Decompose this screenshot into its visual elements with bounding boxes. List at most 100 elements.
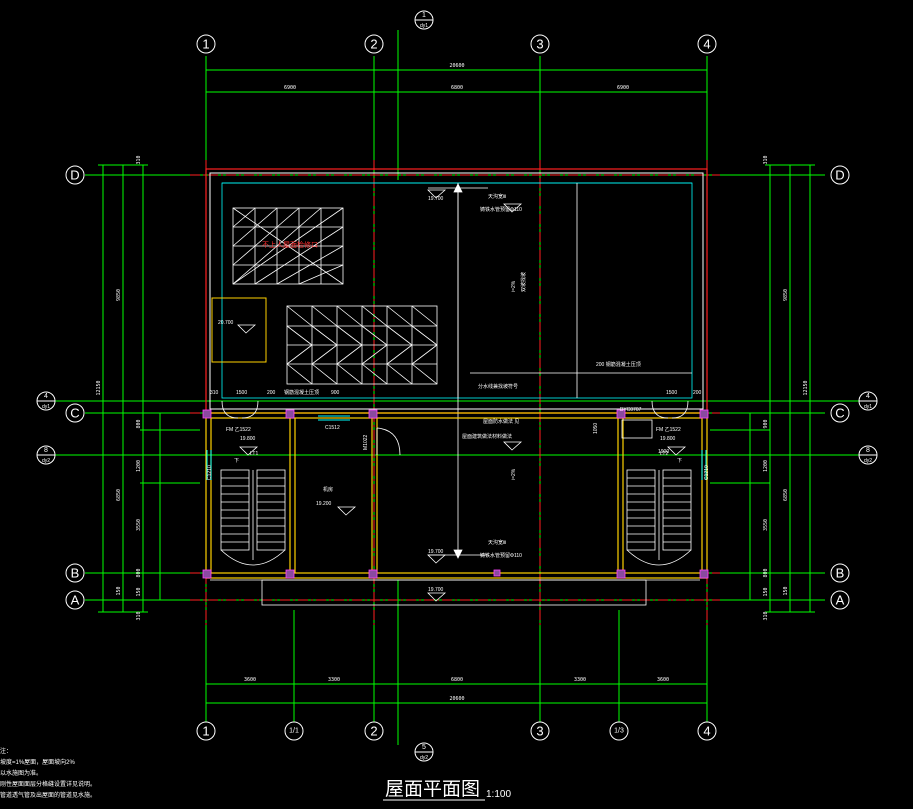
axis-bottom-3: 3	[536, 724, 543, 739]
dim-left-inner-1: 1200	[136, 460, 142, 472]
axis-bottom-2: 2	[370, 724, 377, 739]
axis-bottom-1-1: 1/1	[289, 728, 299, 735]
dim-left-inner-3: 800	[136, 568, 142, 577]
slope-1: i=2%	[511, 280, 517, 292]
dim-bottom-total: 20600	[449, 696, 464, 702]
dimension-lines-right	[765, 164, 815, 613]
door-left: FM 乙1522	[226, 426, 251, 433]
axis-right-D: D	[835, 168, 844, 183]
dimension-lines-bottom	[205, 675, 708, 708]
section-bottom-sheet: dy2	[420, 755, 428, 761]
dim-bottom-span-1: 3600	[244, 677, 256, 683]
dim-1500-b: 1500	[666, 390, 677, 396]
section-right4-num: 4	[866, 393, 870, 400]
axis-top-2: 2	[370, 37, 377, 52]
section-right8-num: 8	[866, 447, 870, 454]
dim-top-total: 20600	[449, 63, 464, 69]
dimension-lines-inner	[140, 413, 770, 600]
door-swings	[221, 400, 689, 456]
section-mark-bubbles	[36, 10, 878, 762]
grid-horizontal-lines	[55, 174, 860, 601]
axis-top-4: 4	[703, 37, 710, 52]
dim-760: 200	[693, 390, 702, 396]
stair-left	[220, 469, 286, 566]
dimension-lines-top	[205, 65, 708, 100]
door-m1022: M1022	[363, 434, 369, 450]
section-left4-sheet: dy1	[42, 404, 50, 410]
stair-left-label: LT1	[250, 451, 258, 457]
roof-divisions	[457, 183, 692, 398]
dim-right-outer-5: 310	[763, 611, 769, 620]
dim-1050: 1050	[593, 423, 599, 434]
drawing-title: 屋面平面图	[385, 778, 480, 800]
dim-left-inner-4: 150	[136, 587, 142, 596]
dim-1900: 1900	[658, 449, 669, 455]
hatch-label: 不上人屋面检修口	[262, 240, 318, 249]
dim-left-inner-0: 800	[136, 419, 142, 428]
grid-vertical-lines	[205, 30, 708, 745]
low-roof-area	[211, 297, 267, 363]
canopy-outline	[261, 579, 647, 606]
axis-bottom-1: 1	[202, 724, 209, 739]
section-bottom-num: 5	[422, 744, 426, 751]
stair-down-right: 下	[677, 458, 682, 464]
axis-bubbles-bottom	[196, 721, 717, 741]
stair-right	[626, 469, 692, 566]
slope-label-1: 双坡找坡	[520, 272, 527, 292]
axis-left-A: A	[71, 593, 80, 608]
columns	[202, 409, 709, 579]
center-note-2: 屋面建筑做法材料做法	[462, 433, 512, 440]
roof-outline	[205, 168, 708, 414]
stair-down-left: 下	[234, 458, 239, 464]
axis-top-3: 3	[536, 37, 543, 52]
dim-1500-a: 1500	[236, 390, 247, 396]
section-left4-num: 4	[44, 393, 48, 400]
section-left8-sheet: dy2	[42, 458, 50, 464]
dim-right-inner-1: 1200	[763, 460, 769, 472]
section-top-num: 1	[422, 12, 426, 19]
section-top-sheet: dy1	[420, 23, 428, 29]
slope-2: i=2%	[511, 468, 517, 480]
dim-right-inner-4: 150	[763, 587, 769, 596]
section-left8-num: 8	[44, 447, 48, 454]
axis-bubbles-left	[65, 165, 85, 610]
note-4: 管道透气管及出屋面的管道见水施。	[0, 791, 96, 799]
dim-top-span-1: 6900	[284, 85, 296, 91]
dim-bottom-span-2: 3300	[328, 677, 340, 683]
drain-top-label-2: 铸铁水管预留Φ110	[480, 206, 522, 213]
axis-bottom-1-3: 1/3	[614, 728, 624, 735]
dim-right-inner-2: 3550	[763, 519, 769, 531]
axis-bottom-4: 4	[703, 724, 710, 739]
axis-bubbles-right	[830, 165, 850, 610]
note-1: 坡度=1%屋面，屋面坡向2%	[0, 758, 76, 766]
skylight-lower	[286, 305, 438, 385]
dim-left-outer-3: 6850	[116, 489, 122, 501]
windows	[206, 415, 707, 480]
elev-room: 19.200	[316, 501, 332, 507]
dim-left-outer-2: 12150	[96, 380, 102, 395]
dim-right-inner-3: 800	[763, 568, 769, 577]
room-label: 机房	[323, 486, 333, 493]
drain-top-label: 天沟宽Ⅲ	[488, 193, 506, 200]
dim-right-outer-2: 12150	[803, 380, 809, 395]
drain-bottom-label-2: 铸铁水管预留Φ110	[480, 552, 522, 559]
dim-top-span-3: 6900	[617, 85, 629, 91]
axis-right-B: B	[836, 566, 845, 581]
axis-top-1: 1	[202, 37, 209, 52]
byc-label: BYC0707	[620, 407, 642, 413]
dim-top-span-2: 6800	[451, 85, 463, 91]
note-2: 以水施图为准。	[0, 769, 42, 777]
parapet-right: 200 钢筋混凝土压顶	[596, 361, 641, 368]
window-c1512: C1512	[325, 425, 340, 431]
note-0: 注：	[0, 747, 12, 755]
dimension-lines-left	[98, 164, 148, 613]
skylight-upper	[232, 207, 344, 285]
dim-bottom-span-4: 3300	[574, 677, 586, 683]
elevation-markers	[237, 189, 687, 602]
elev-bottom: 19.700	[428, 587, 444, 593]
dim-200-a: 200	[267, 390, 276, 396]
note-3: 刚性屋面面层分格缝设置详见说明。	[0, 780, 96, 788]
dim-left-inner-2: 3550	[136, 519, 142, 531]
section-right4-sheet: dy1	[864, 404, 872, 410]
axis-left-B: B	[71, 566, 80, 581]
